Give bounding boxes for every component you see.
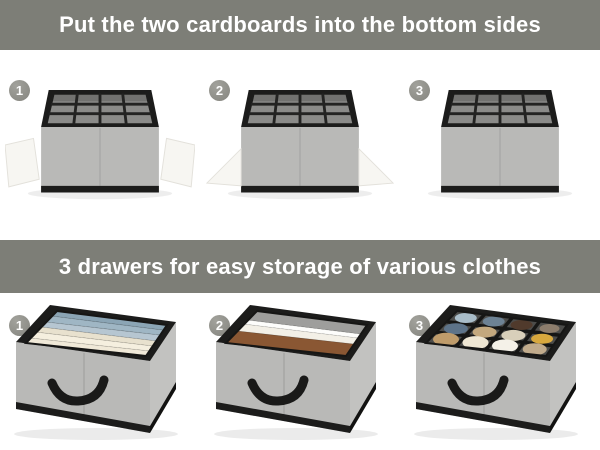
organizer-box (41, 89, 159, 193)
organizer-box (441, 89, 559, 193)
box-shadow (214, 428, 378, 440)
step-cardboard-1: 1 (0, 50, 200, 240)
step-number-badge: 3 (409, 315, 430, 336)
steps-row-cardboard: 1 (0, 50, 600, 240)
drawer-box-rolled-clothes-illustration (14, 305, 178, 440)
step-drawer-2: 2 (200, 293, 400, 450)
cardboard-sheet-left (5, 137, 40, 188)
step-cardboard-2: 2 (200, 50, 400, 240)
banner-cardboard-instruction: Put the two cardboards into the bottom s… (0, 0, 600, 50)
drawer-handle (47, 375, 109, 406)
box-shadow (14, 428, 178, 440)
grid-clothes (426, 311, 567, 356)
organizer-box-with-cardboards-illustration (5, 89, 195, 200)
divider-grid (434, 312, 562, 355)
step-cardboard-3: 3 (400, 50, 600, 240)
divider-grid (248, 93, 352, 125)
box-shadow (414, 428, 578, 440)
drawer-box-grid-items-illustration (414, 305, 578, 440)
step-number-badge: 1 (9, 80, 30, 101)
drawer-handle (447, 375, 509, 406)
cardboard-tucked-left (205, 147, 242, 187)
divider-grid (448, 93, 552, 125)
cardboard-sheet-right (160, 137, 195, 188)
folded-items-front-row (433, 332, 547, 356)
folded-items-middle-row (443, 323, 554, 344)
folded-items-back-row (454, 313, 560, 333)
organizer-box-cardboards-inserted-illustration (205, 89, 395, 200)
organizer-box-assembled-illustration (427, 89, 573, 200)
banner-drawers-instruction: 3 drawers for easy storage of various cl… (0, 240, 600, 293)
drawer-handle (247, 375, 309, 406)
step-drawer-1: 1 (0, 293, 200, 450)
divider-grid (48, 93, 152, 125)
cardboard-tucked-right (358, 147, 395, 187)
step-number-badge: 2 (209, 80, 230, 101)
organizer-box (241, 89, 359, 193)
banner-drawers-text: 3 drawers for easy storage of various cl… (58, 253, 542, 279)
steps-row-drawers: 1 (0, 293, 600, 450)
step-number-badge: 3 (409, 80, 430, 101)
step-number-badge: 2 (209, 315, 230, 336)
step-drawer-3: 3 (400, 293, 600, 450)
drawer-box-stacked-clothes-illustration (214, 305, 378, 440)
step-number-badge: 1 (9, 315, 30, 336)
stacked-clothes (226, 311, 367, 356)
banner-cardboard-text: Put the two cardboards into the bottom s… (59, 12, 541, 37)
